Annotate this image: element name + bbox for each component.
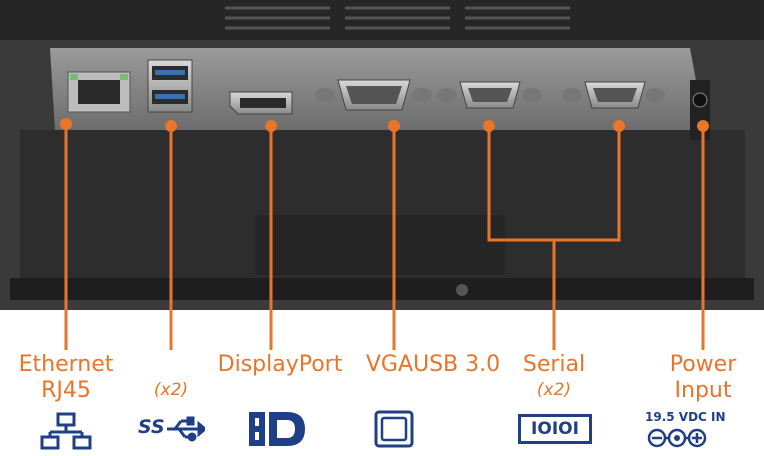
vga-port bbox=[315, 79, 432, 111]
usb-ports bbox=[147, 59, 193, 113]
rear-io-panel-photo bbox=[0, 0, 764, 310]
vent-slots bbox=[225, 6, 570, 30]
serial-port-icon: IOIOI bbox=[518, 414, 592, 444]
power-icon-text: 19.5 VDC IN bbox=[645, 410, 726, 424]
serial-icon-text: IOIOI bbox=[531, 419, 579, 439]
usb-superspeed-icon: SS bbox=[138, 412, 208, 446]
displayport-icon bbox=[249, 412, 305, 446]
sublabel-usb: (x2) bbox=[153, 380, 189, 400]
displayport-port bbox=[229, 91, 293, 115]
usb-ss-text: SS bbox=[138, 416, 165, 438]
ethernet-port bbox=[67, 71, 131, 113]
serial-port-2 bbox=[562, 81, 665, 109]
label-serial: Serial bbox=[522, 352, 586, 377]
label-power: Power Input bbox=[669, 352, 737, 403]
label-ethernet: Ethernet RJ45 bbox=[18, 352, 114, 403]
dc-power-icon: 19.5 VDC IN bbox=[645, 410, 755, 452]
leader-lines bbox=[64, 124, 705, 310]
label-vga-usb: VGAUSB 3.0 bbox=[365, 352, 501, 377]
leader-line-tails bbox=[64, 300, 705, 350]
network-icon bbox=[40, 412, 92, 450]
port-markers bbox=[60, 118, 709, 132]
label-displayport: DisplayPort bbox=[217, 352, 343, 377]
sublabel-serial: (x2) bbox=[536, 380, 572, 400]
serial-port-1 bbox=[437, 81, 542, 109]
vga-monitor-icon bbox=[374, 410, 414, 448]
